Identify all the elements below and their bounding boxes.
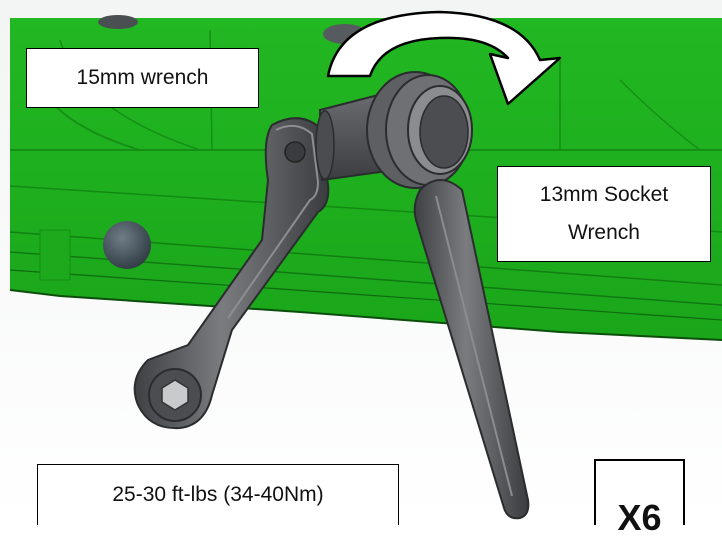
quantity-label: X6 <box>617 497 662 538</box>
callout-13mm-socket-wrench: 13mm Socket Wrench <box>497 166 711 262</box>
callout-torque-spec: 25-30 ft-lbs (34-40Nm) <box>37 464 399 525</box>
callout-15mm-wrench: 15mm wrench <box>26 48 259 108</box>
wrench-15mm <box>133 117 330 430</box>
callout-quantity: X6 <box>594 459 685 538</box>
torque-spec-label: 25-30 ft-lbs (34-40Nm) <box>112 483 324 506</box>
curved-clockwise-arrow-icon <box>326 10 562 106</box>
ball-knob <box>103 221 151 269</box>
callout-15mm-wrench-label: 15mm wrench <box>76 66 209 89</box>
callout-socket-line-1: 13mm Socket <box>539 183 669 206</box>
socket-wrench-handle <box>413 179 530 520</box>
callout-socket-line-2: Wrench <box>568 221 640 244</box>
socket-13mm <box>315 71 473 189</box>
